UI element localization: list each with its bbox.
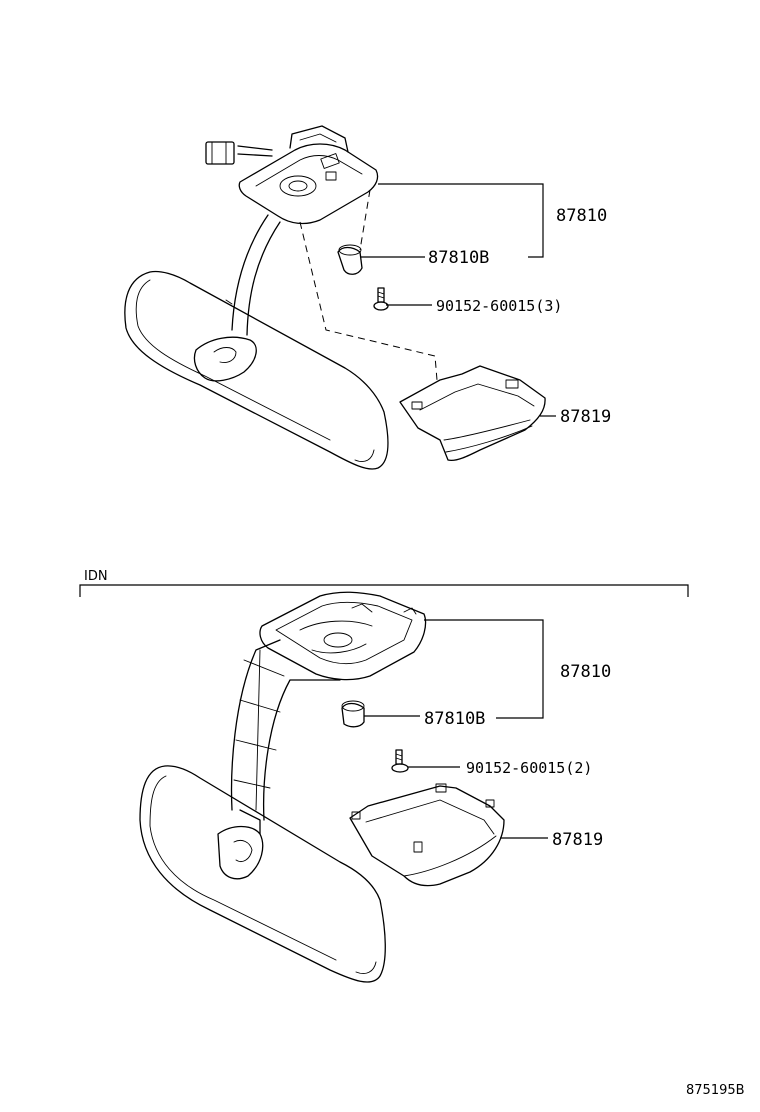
diagram-code: 875195B — [686, 1083, 745, 1098]
top-mirror-assembly — [124, 125, 556, 470]
idn-mirror-stem — [217, 639, 341, 880]
top-label-screw: 90152-60015(3) — [436, 297, 562, 315]
idn-label-87819: 87819 — [552, 830, 603, 850]
top-label-87819: 87819 — [560, 407, 611, 427]
idn-lamp-housing — [259, 591, 427, 681]
top-label-87810: 87810 — [556, 206, 607, 226]
idn-label-screw: 90152-60015(2) — [466, 759, 592, 777]
idn-screw-icon — [391, 749, 409, 773]
top-assembly-line — [299, 189, 438, 381]
idn-lens-cover — [349, 783, 505, 887]
idn-bulb — [341, 700, 365, 728]
top-lens-cover — [399, 365, 546, 462]
section-title: IDN — [84, 569, 108, 584]
section-bracket — [79, 584, 689, 597]
top-screw-icon — [373, 287, 389, 311]
top-mirror-body — [124, 270, 389, 470]
top-mirror-stem — [193, 214, 281, 382]
idn-leader-assembly — [424, 619, 544, 719]
top-leader-assembly — [378, 183, 544, 258]
idn-mirror-body — [139, 765, 386, 983]
idn-mirror-assembly — [139, 591, 548, 983]
top-lamp-housing — [205, 125, 379, 225]
idn-label-87810: 87810 — [560, 662, 611, 682]
top-label-87810b: 87810B — [428, 248, 489, 268]
top-bulb — [337, 244, 363, 275]
idn-label-87810b: 87810B — [424, 709, 485, 729]
